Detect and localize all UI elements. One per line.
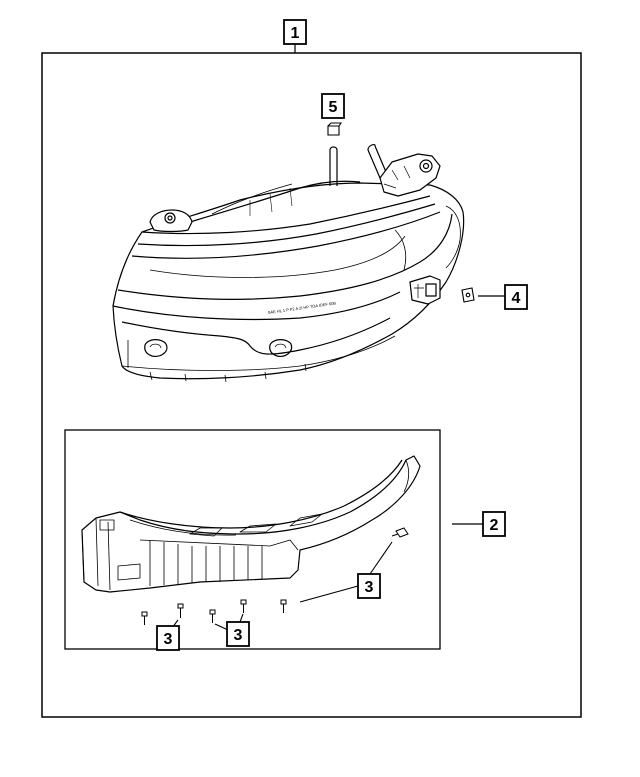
callout-3-center: 3: [226, 621, 250, 647]
callout-3-right: 3: [357, 573, 381, 599]
screw-5: [280, 599, 287, 613]
screw-3: [209, 609, 216, 623]
callout-3-left: 3: [156, 625, 180, 651]
callout-3-center-leader-a: [214, 623, 229, 631]
callout-3-center-leader-b: [239, 613, 244, 623]
screw-1: [141, 611, 148, 625]
callout-1-label: 1: [291, 25, 300, 42]
clip-nut-part: [461, 287, 475, 303]
screw-set: [141, 527, 409, 625]
screw-4: [240, 599, 247, 613]
callout-3-right-leader-b: [369, 541, 393, 575]
callout-3-right-leader-a: [299, 585, 359, 603]
callout-5: 5: [321, 93, 345, 119]
callout-2: 2: [482, 511, 506, 537]
callout-3-left-label: 3: [164, 631, 173, 648]
cap-part: [327, 122, 343, 136]
callout-5-label: 5: [329, 99, 338, 116]
bracket-subframe: [64, 429, 441, 650]
screw-2: [177, 603, 184, 618]
assembly-frame: [41, 52, 582, 718]
callout-3-right-label: 3: [365, 579, 374, 596]
screw-right-top: [391, 527, 409, 538]
callout-3-center-label: 3: [234, 627, 243, 644]
callout-4-label: 4: [512, 290, 521, 307]
callout-2-label: 2: [490, 517, 499, 534]
headlamp-assembly: [112, 144, 465, 383]
bracket-part: [81, 455, 421, 593]
callout-4: 4: [504, 284, 528, 310]
callout-1: 1: [283, 19, 307, 45]
